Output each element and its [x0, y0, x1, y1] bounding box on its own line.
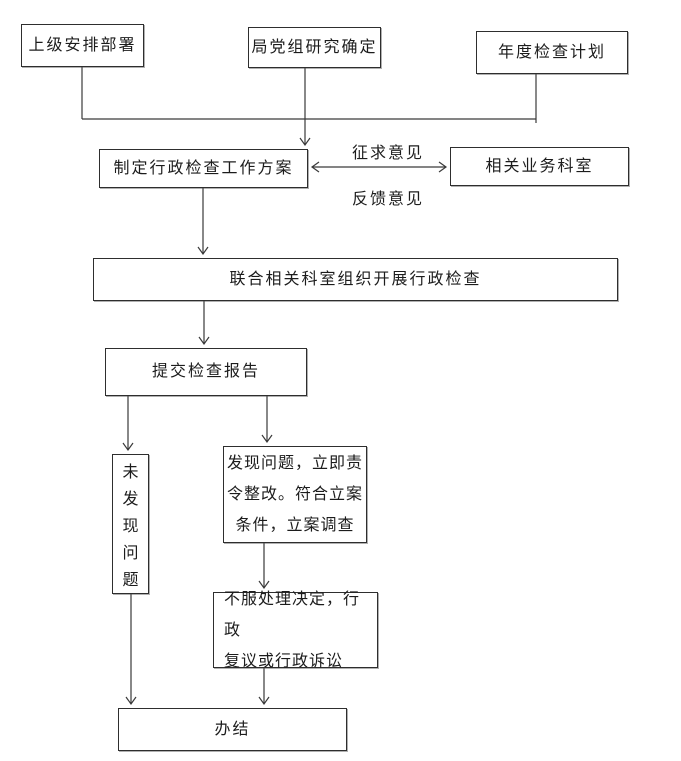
node-appeal-reconsideration-litigation: 不服处理决定，行政 复议或行政诉讼: [213, 591, 378, 670]
node-annual-inspection-plan: 年度检查计划: [476, 31, 628, 74]
edge-label-feedback-opinions: 反馈意见: [352, 191, 425, 208]
node-no-problem-found: 未发现问题: [112, 454, 149, 594]
node-superior-arrangement: 上级安排部署: [21, 24, 144, 67]
node-joint-inspection: 联合相关科室组织开展行政检查: [93, 258, 618, 301]
node-party-group-decision: 局党组研究确定: [248, 27, 381, 68]
node-draft-inspection-work-plan: 制定行政检查工作方案: [99, 149, 308, 188]
node-related-business-departments: 相关业务科室: [450, 147, 629, 186]
node-submit-inspection-report: 提交检查报告: [105, 348, 307, 396]
node-case-closed: 办结: [118, 708, 347, 751]
node-problem-found-rectify-file-case: 发现问题，立即责 令整改。符合立案 条件，立案调查: [223, 446, 367, 543]
edge-label-solicit-opinions: 征求意见: [352, 145, 425, 162]
